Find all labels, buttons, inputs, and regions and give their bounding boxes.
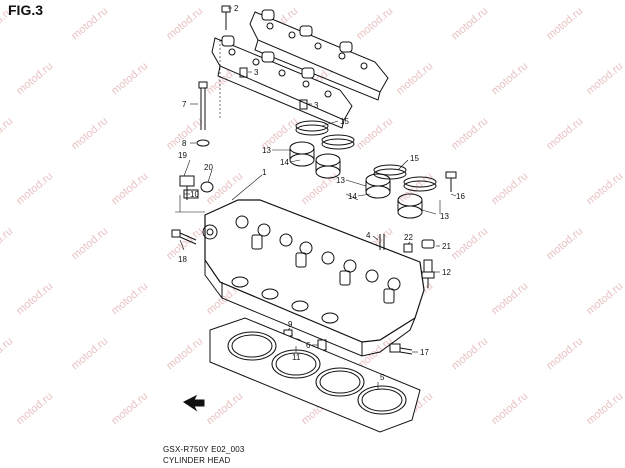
watermark-text: motod.ru: [14, 170, 55, 207]
diagram-name-caption: CYLINDER HEAD: [163, 456, 231, 465]
parts-drawing: [171, 5, 457, 433]
watermark-text: motod.ru: [69, 115, 110, 152]
callout-2: 2: [234, 4, 239, 13]
dowel-pin-3b: [299, 99, 308, 110]
callout-8: 8: [182, 139, 187, 148]
watermark-text: motod.ru: [489, 280, 530, 317]
callout-18: 18: [178, 255, 187, 264]
callout-1: 1: [262, 168, 267, 177]
dowel-pin-3a: [239, 67, 248, 78]
leader-lines: [175, 7, 457, 390]
front-arrow-icon: [183, 394, 205, 412]
callout-13: 13: [440, 212, 449, 221]
watermark-text: motod.ru: [449, 335, 490, 372]
watermark-text: motod.ru: [449, 5, 490, 42]
watermark-text: motod.ru: [109, 280, 150, 317]
watermark-text: motod.ru: [109, 60, 150, 97]
callout-9: 9: [288, 320, 293, 329]
watermark-text: motod.ru: [544, 335, 585, 372]
callout-10: 10: [190, 190, 199, 199]
watermark-text: motod.ru: [299, 170, 340, 207]
watermark-text: motod.ru: [354, 5, 395, 42]
watermark-text: motod.ru: [0, 115, 15, 152]
sensor-21: [421, 239, 435, 249]
callout-22: 22: [404, 233, 413, 242]
watermark-text: motod.ru: [109, 390, 150, 427]
intake-pipe-set-upper: [289, 120, 355, 179]
watermark-text: motod.ru: [584, 170, 625, 207]
watermark-text: motod.ru: [544, 115, 585, 152]
callout-3: 3: [254, 68, 259, 77]
watermark-text: motod.ru: [544, 225, 585, 262]
watermark-text: motod.ru: [14, 60, 55, 97]
watermark-text: motod.ru: [69, 335, 110, 372]
watermark-text: motod.ru: [0, 335, 15, 372]
watermark-text: motod.ru: [449, 115, 490, 152]
callout-13: 13: [262, 146, 271, 155]
stud-bolt-7: [198, 81, 208, 130]
watermark-text: motod.ru: [14, 280, 55, 317]
figure-title: FIG.3: [8, 2, 44, 18]
intake-pipe-set-lower: [365, 164, 437, 219]
callout-14: 14: [280, 158, 289, 167]
watermark-text: motod.ru: [584, 280, 625, 317]
callout-20: 20: [204, 163, 213, 172]
pin-4: [379, 234, 385, 250]
callout-14: 14: [348, 192, 357, 201]
watermark-text: motod.ru: [164, 5, 205, 42]
watermark-text: motod.ru: [584, 60, 625, 97]
watermark-text: motod.ru: [394, 60, 435, 97]
watermark-text: motod.ru: [204, 390, 245, 427]
callout-15: 15: [340, 117, 349, 126]
camshaft-holder-lower: [211, 35, 353, 129]
callout-15: 15: [410, 154, 419, 163]
watermark-text: motod.ru: [489, 60, 530, 97]
watermark-text: motod.ru: [394, 170, 435, 207]
camshaft-holder-upper: [249, 9, 389, 101]
callout-3: 3: [314, 101, 319, 110]
callout-4: 4: [366, 231, 371, 240]
callout-12: 12: [442, 268, 451, 277]
callout-21: 21: [442, 242, 451, 251]
watermark-text: motod.ru: [584, 390, 625, 427]
watermark-text: motod.ru: [14, 390, 55, 427]
callout-7: 7: [182, 100, 187, 109]
screw-16: [445, 171, 457, 192]
watermark-text: motod.ru: [489, 170, 530, 207]
washer-8: [196, 139, 210, 147]
model-code-caption: GSX-R750Y E02_003: [163, 445, 245, 454]
bolt-2: [221, 5, 231, 30]
callout-16: 16: [456, 192, 465, 201]
watermark-text: motod.ru: [0, 225, 15, 262]
watermark-text: motod.ru: [109, 170, 150, 207]
callout-labels: 2 3 3 7 8 19 20 10 1 18 13 14 15 15 13 1…: [178, 4, 465, 382]
watermark-text: motod.ru: [164, 335, 205, 372]
spark-plug-12: [421, 259, 435, 288]
bolt-18: [171, 229, 197, 245]
watermark-text: motod.ru: [544, 5, 585, 42]
callout-13: 13: [336, 176, 345, 185]
watermark-text: motod.ru: [69, 5, 110, 42]
callout-17: 17: [420, 348, 429, 357]
watermark-text: motod.ru: [69, 225, 110, 262]
watermark-text: motod.ru: [354, 115, 395, 152]
watermark-text: motod.ru: [449, 225, 490, 262]
callout-5: 5: [380, 373, 385, 382]
cylinder-head: [202, 199, 425, 357]
o-ring-20: [200, 181, 214, 193]
callout-11: 11: [292, 353, 301, 362]
callout-6: 6: [306, 341, 311, 350]
cap-22: [403, 243, 413, 253]
bolt-17: [389, 343, 413, 355]
callout-19: 19: [178, 151, 187, 160]
watermark-text: motod.ru: [489, 390, 530, 427]
